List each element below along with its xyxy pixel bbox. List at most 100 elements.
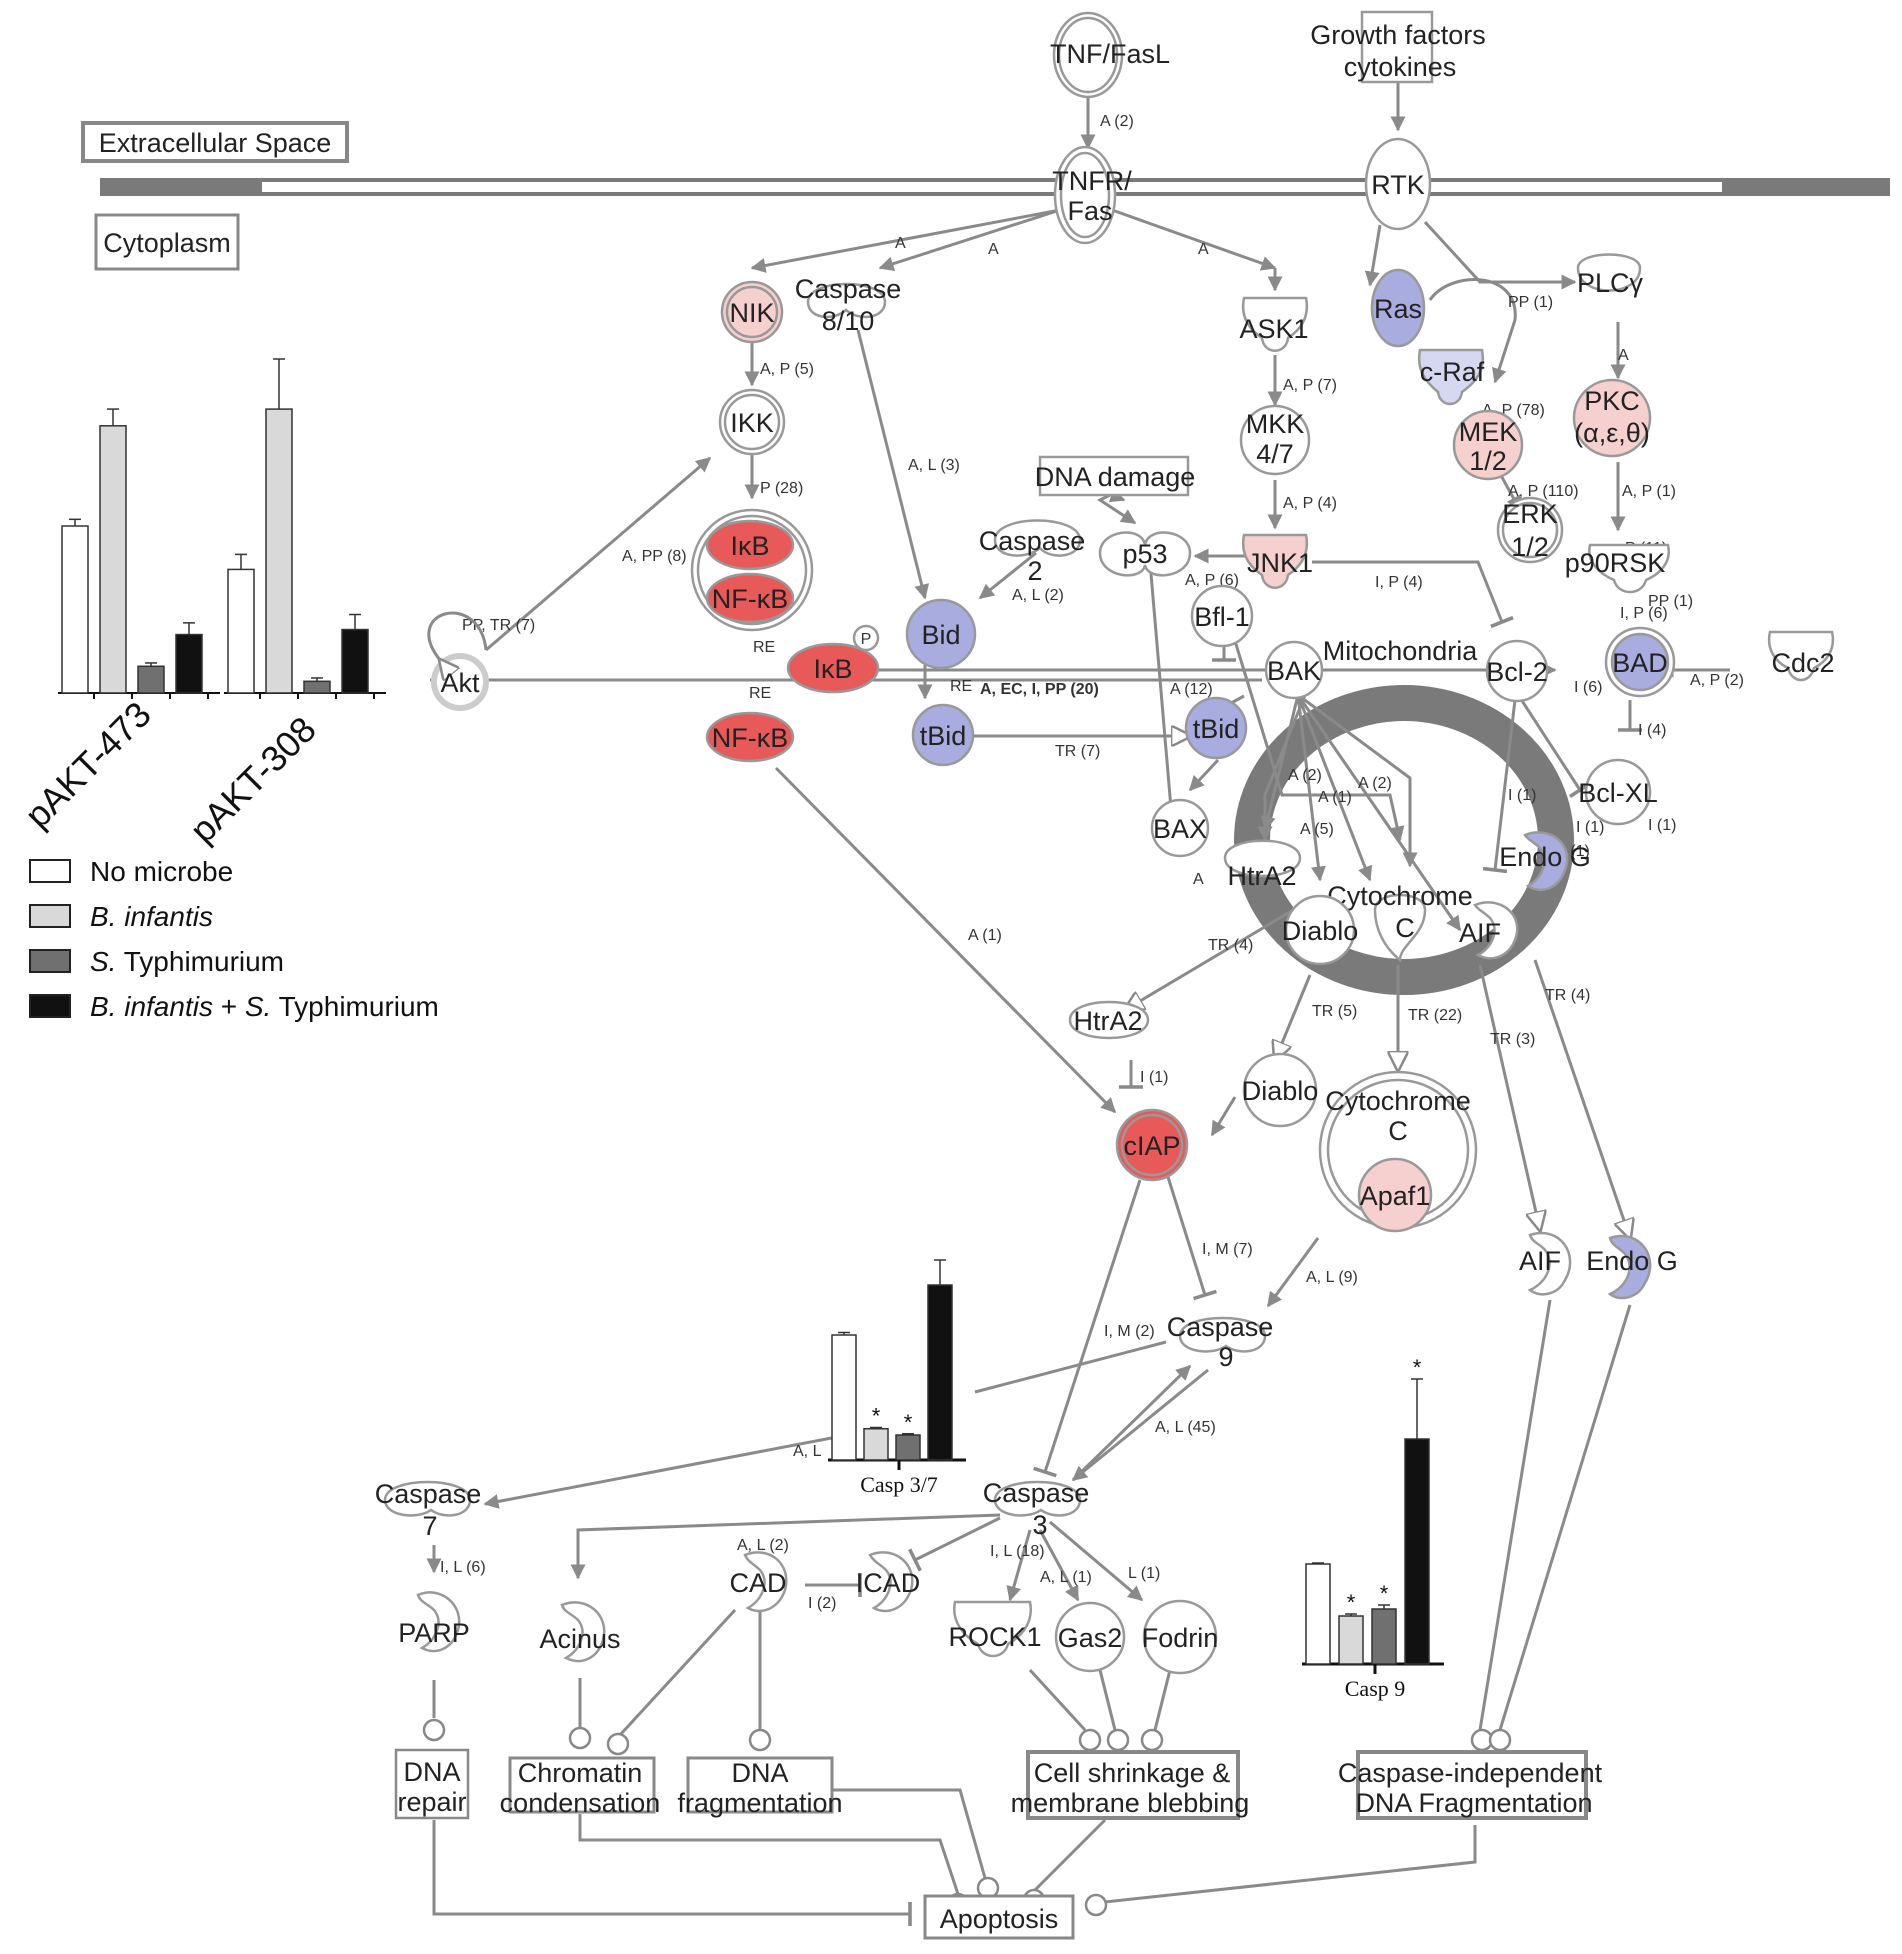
edge-label: I, P (4)	[1375, 574, 1423, 591]
edge-label: RE	[950, 678, 972, 695]
chart-bar	[1338, 1615, 1364, 1665]
legend-label: B. infantis	[90, 901, 213, 932]
bcl-2-label: Bcl-2	[1486, 657, 1548, 687]
endo-g-cyto-label: Endo G	[1586, 1246, 1678, 1276]
legend-swatch	[29, 859, 71, 883]
edge-label: A, P (2)	[1690, 672, 1744, 689]
mkk-4-7-node	[1239, 404, 1311, 476]
htra2-cyto-node	[1068, 1000, 1150, 1040]
cytochrome-c-cyto-label-2: C	[1388, 1116, 1408, 1146]
dna-repair-box	[394, 1748, 470, 1820]
aif-cyto-label: AIF	[1519, 1246, 1561, 1276]
outcomes: DNA repair Chromatin condensation DNA fr…	[394, 1748, 1603, 1940]
chart-bar	[99, 425, 127, 694]
edge-label: A	[895, 235, 906, 252]
nodes: TNF/FasL Growth factors cytokines TNFR/ …	[375, 10, 1835, 1675]
edge-label: PP (1)	[1648, 593, 1693, 610]
nfkb-free-label: NF-κB	[712, 723, 789, 753]
chart-bar	[175, 633, 203, 694]
rock1-label: ROCK1	[948, 1622, 1041, 1652]
icad-node	[868, 1551, 914, 1613]
ikb-node	[705, 519, 795, 571]
chart-bar	[265, 408, 293, 694]
dna-fragmentation-label-2: fragmentation	[677, 1788, 842, 1818]
ask1-node	[1241, 296, 1309, 352]
legend-swatch	[29, 904, 71, 928]
edge-label: A, P (1)	[1622, 483, 1676, 500]
chromatin-box	[508, 1756, 656, 1814]
ikk-node-inner	[723, 393, 781, 451]
acinus-label: Acinus	[539, 1624, 620, 1654]
akt-self-loop	[427, 611, 488, 660]
edge-label: A (12)	[1170, 681, 1213, 698]
ikb-phospho-label: IκB	[813, 654, 852, 684]
diablo-cyto-node	[1242, 1052, 1318, 1128]
cell-shrinkage-label-2: membrane blebbing	[1011, 1788, 1250, 1818]
edge-label: A (2)	[1358, 775, 1392, 792]
endo-g-cyto-node	[1607, 1234, 1652, 1300]
chart-bar	[1404, 1438, 1430, 1665]
extracellular-label: Extracellular Space	[99, 128, 332, 158]
edge-label: I (1)	[1508, 787, 1536, 804]
fodrin-label: Fodrin	[1142, 1623, 1219, 1653]
bfl-1-node	[1190, 584, 1254, 648]
erk-1-2-node-inner	[1501, 501, 1559, 559]
chart-x-label: pAKT-473	[17, 693, 159, 835]
dna-repair-label-2: repair	[397, 1787, 466, 1817]
rtk-node	[1364, 137, 1432, 231]
edge-label: I (2)	[808, 1595, 836, 1612]
edge-label: I, M (2)	[1104, 1323, 1155, 1340]
edge-label: A, L (1)	[1040, 1569, 1092, 1586]
chromatin-label-2: condensation	[500, 1788, 661, 1818]
edge-label: A, L (3)	[908, 457, 960, 474]
tbid-label: tBid	[920, 721, 967, 751]
significance-star: *	[904, 1410, 913, 1435]
extracellular-box	[81, 121, 349, 163]
cytochrome-c-mito-node	[1373, 893, 1427, 963]
edge-label: A, L (2)	[737, 1537, 789, 1554]
edge-label: A, P (4)	[1283, 495, 1337, 512]
erk-label-1: ERK	[1502, 499, 1558, 529]
caspase-independent-box	[1356, 1750, 1588, 1820]
cytokines-label: cytokines	[1344, 52, 1457, 82]
ikk-label: IKK	[730, 408, 774, 438]
casp-9-chart: ***Casp 9	[1302, 1355, 1444, 1701]
bak-label: BAK	[1267, 656, 1321, 686]
edge-label: P (28)	[760, 480, 803, 497]
acinus-node	[560, 1601, 606, 1663]
edge-label: A, L (45)	[1155, 1419, 1216, 1436]
connector-circle	[568, 1726, 592, 1750]
plc-gamma-node	[1576, 253, 1642, 292]
chart-bar	[303, 680, 331, 694]
edge-label: A	[1198, 241, 1209, 258]
icad-label: ICAD	[856, 1568, 921, 1598]
bid-node	[905, 598, 977, 670]
edge-label: A, L	[793, 1443, 822, 1460]
endo-g-mito-node	[1523, 831, 1569, 891]
caspase-3-label-1: Caspase	[983, 1478, 1090, 1508]
bad-node-inner	[1610, 632, 1670, 692]
p90rsk-node	[1588, 543, 1671, 594]
edge-label: A (1)	[968, 927, 1002, 944]
growth-factors-label: Growth factors	[1310, 20, 1486, 50]
tbid-mito-label: tBid	[1193, 714, 1240, 744]
connector-circle	[1078, 1728, 1102, 1752]
phospho-marker	[852, 624, 880, 652]
bad-label: BAD	[1612, 648, 1668, 678]
caspase-7-label-1: Caspase	[375, 1479, 482, 1509]
apoptosis-label: Apoptosis	[940, 1904, 1059, 1934]
edge-label: A, L (9)	[1306, 1269, 1358, 1286]
pkc-node	[1572, 378, 1652, 458]
chart-bar	[1371, 1608, 1397, 1665]
caspase-independent-label-1: Caspase-independent	[1338, 1758, 1603, 1788]
aif-mito-label: AIF	[1459, 918, 1501, 948]
connector-circle	[422, 1718, 446, 1742]
aif-cyto-node	[1527, 1231, 1572, 1296]
mek-label-2: 1/2	[1469, 446, 1507, 476]
edge-label: A (2)	[1100, 113, 1134, 130]
connector-circle	[1084, 1893, 1108, 1917]
dna-fragmentation-box	[686, 1756, 834, 1814]
pkc-label-2: (α,ε,θ)	[1574, 418, 1650, 448]
bax-node	[1150, 798, 1210, 858]
cdc2-node	[1767, 630, 1835, 682]
